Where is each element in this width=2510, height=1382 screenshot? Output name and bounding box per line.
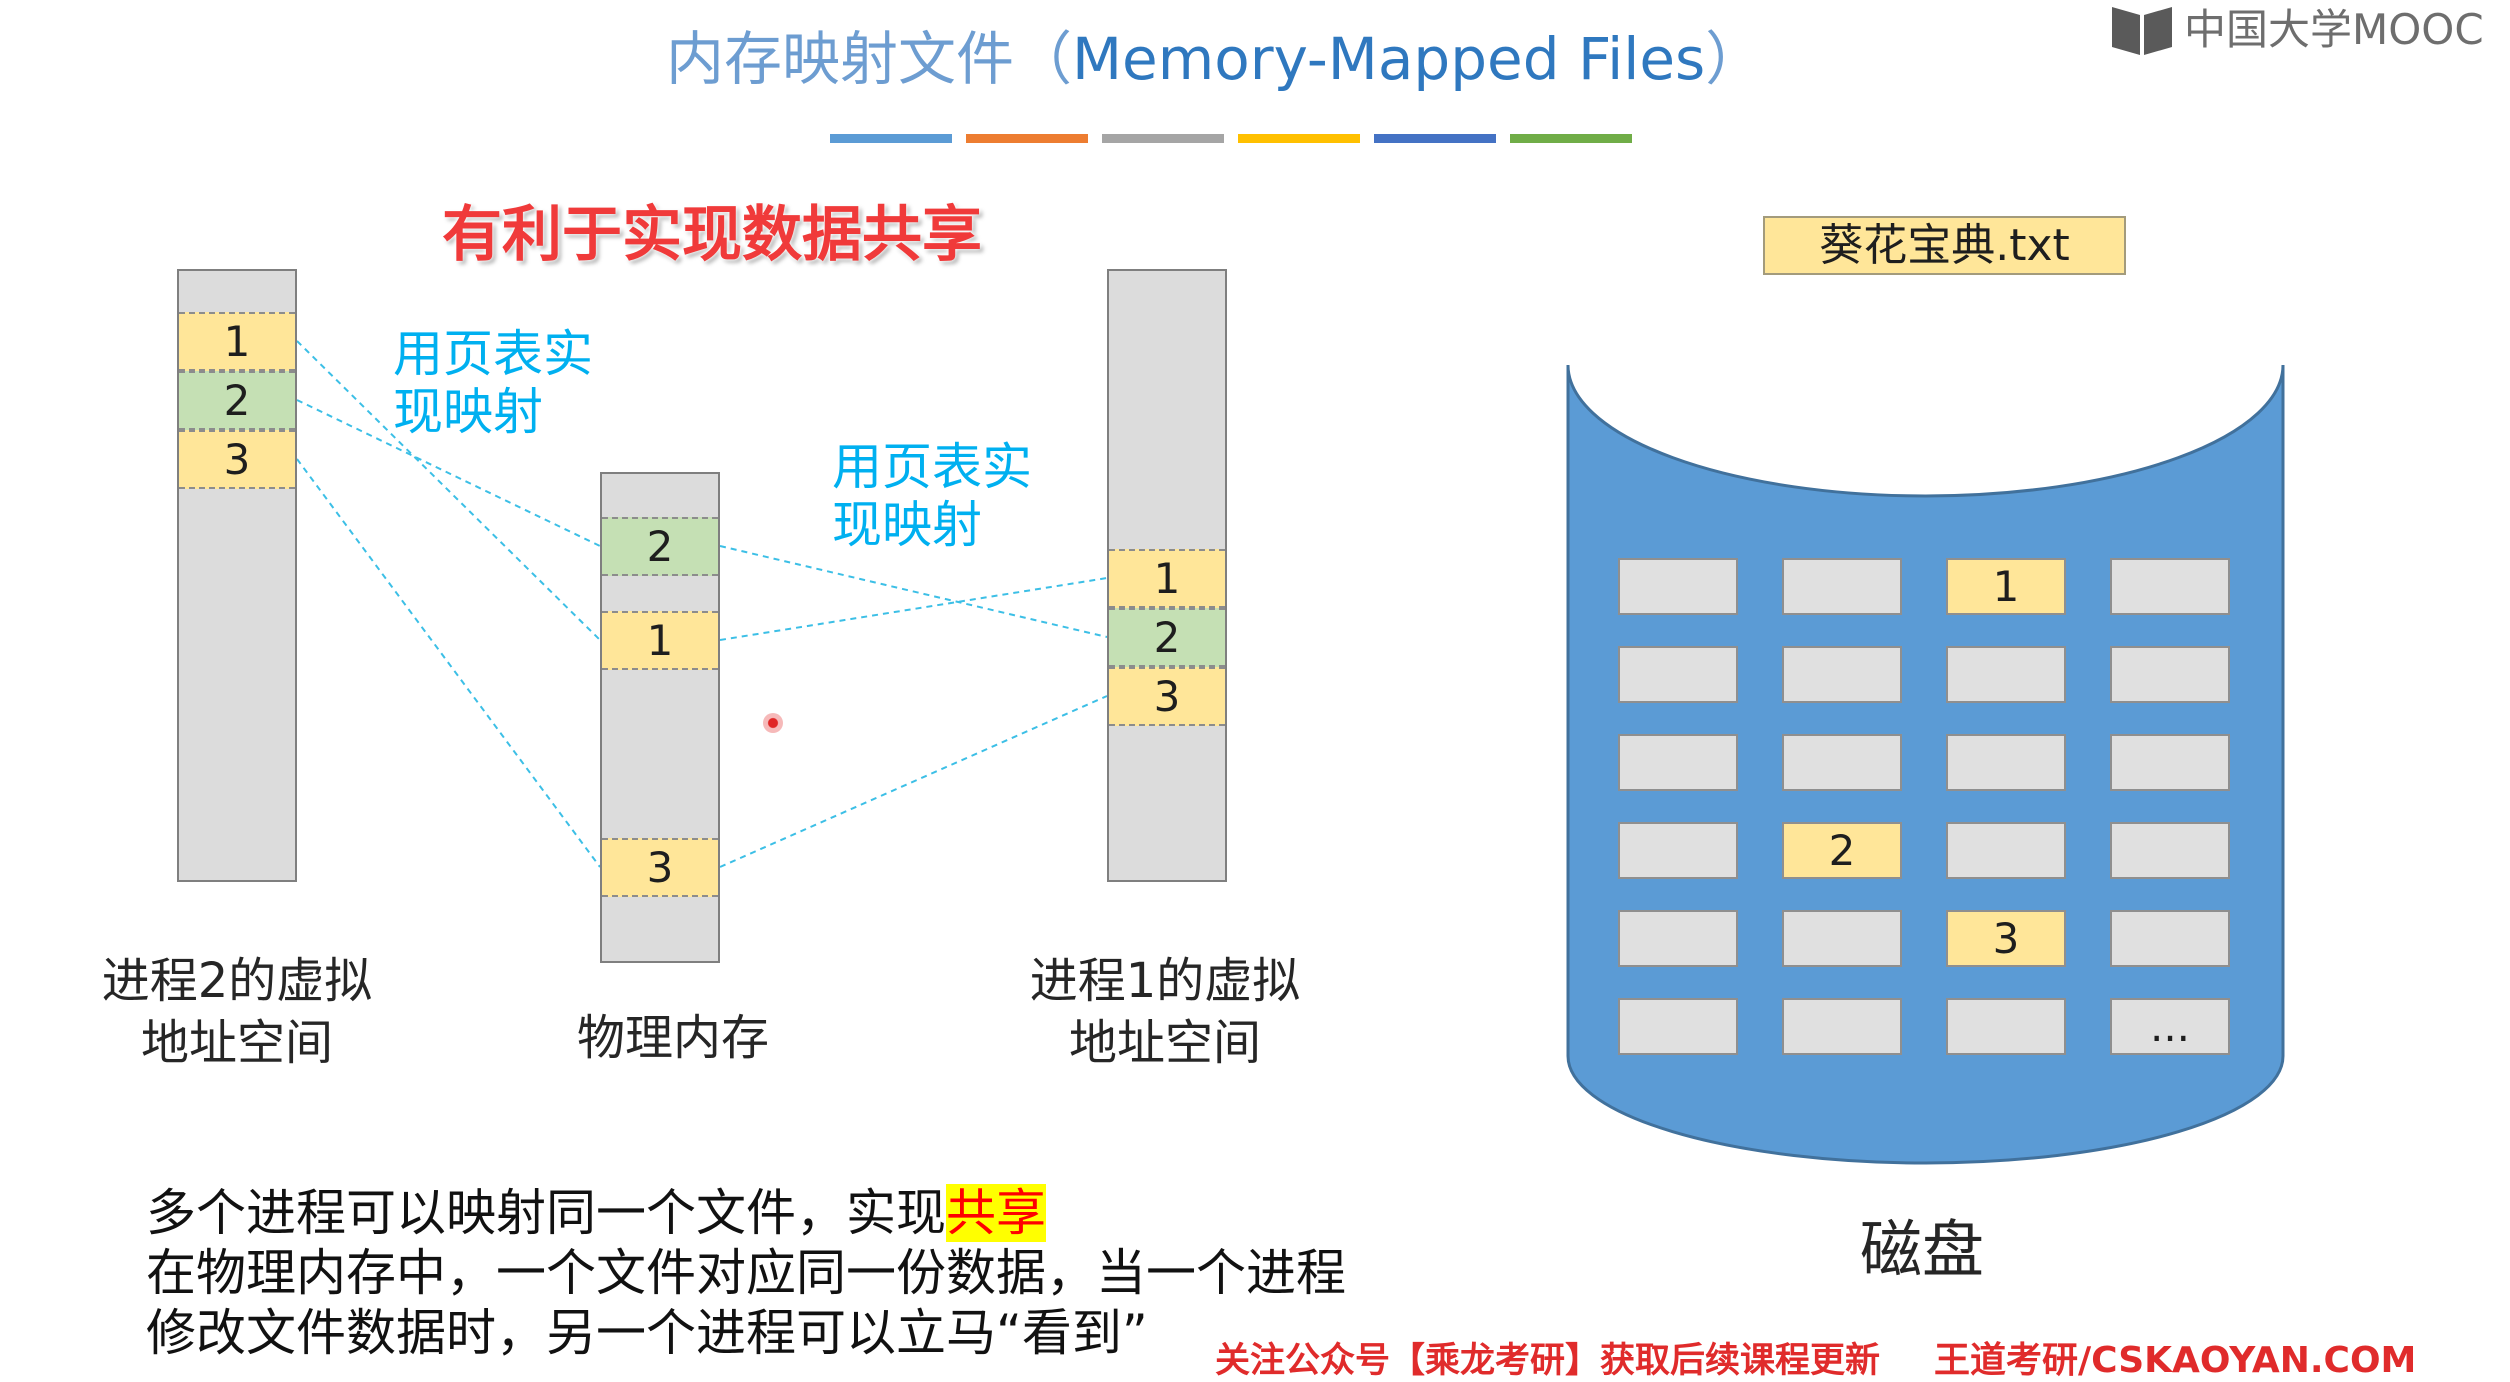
title-close-paren: ）	[1705, 25, 1764, 93]
pointer-dot	[763, 713, 783, 733]
disk-block	[1782, 998, 1902, 1055]
highlight-sharing: 共享	[946, 1184, 1046, 1242]
note-left-line1: 用页表实	[393, 325, 593, 383]
disk-block	[2110, 822, 2230, 879]
accent-bar-orange	[966, 134, 1088, 143]
logo-text: 中国大学MOOC	[2184, 5, 2484, 54]
disk-block	[1946, 822, 2066, 879]
disk-block	[1782, 910, 1902, 967]
note-right-line1: 用页表实	[832, 438, 1032, 496]
disk-block	[1618, 910, 1738, 967]
file-block-2: 2	[1782, 822, 1902, 879]
footer-site: 王道考研/CSKAOYAN.COM	[1934, 1340, 2417, 1381]
mapping-line-p2-page2-to-memory	[296, 399, 601, 547]
process2-label-line2: 地址空间	[140, 1015, 333, 1071]
disk-block	[2110, 646, 2230, 703]
note-line-2: 在物理内存中，一个文件对应同一份数据，当一个进程	[146, 1244, 1346, 1302]
mapping-line-memory-to-p1-page2	[719, 545, 1108, 638]
disk-block-grid: 1 2 3 ...	[1618, 558, 2230, 1055]
note-line-1: 多个进程可以映射同一个文件，实现共享	[146, 1183, 1346, 1243]
disk-block	[1618, 646, 1738, 703]
process2-page: 3	[179, 430, 295, 489]
mapping-line-p2-page3-to-memory	[296, 458, 601, 868]
disk-block	[2110, 558, 2230, 615]
mooc-book-icon	[2112, 7, 2172, 55]
page-table-note-right: 用页表实 现映射	[832, 438, 1032, 554]
process1-page: 1	[1109, 549, 1225, 608]
note-line-1-text: 多个进程可以映射同一个文件，实现	[146, 1184, 946, 1242]
note-right-line2: 现映射	[832, 496, 982, 554]
title-english: Memory-Mapped Files	[1072, 25, 1706, 93]
disk-block	[1618, 734, 1738, 791]
process1-page: 3	[1109, 667, 1225, 726]
process1-label-line2: 地址空间	[1068, 1015, 1261, 1071]
disk-block	[1618, 822, 1738, 879]
explanation-notes: 多个进程可以映射同一个文件，实现共享 在物理内存中，一个文件对应同一份数据，当一…	[146, 1183, 1346, 1363]
disk-block	[1782, 646, 1902, 703]
page-table-note-left: 用页表实 现映射	[393, 325, 593, 441]
mapping-line-p2-page1-to-memory	[296, 340, 601, 641]
note-line-3: 修改文件数据时，另一个进程可以立马“看到”	[146, 1304, 1148, 1362]
accent-bar-dark-blue	[1374, 134, 1496, 143]
disk-block	[1618, 998, 1738, 1055]
process2-page: 1	[179, 312, 295, 371]
accent-bar-strip	[830, 134, 1632, 143]
process2-page: 2	[179, 371, 295, 430]
process1-address-space: 1 2 3	[1107, 269, 1227, 882]
mapping-lines	[296, 340, 1108, 868]
physical-memory-label: 物理内存	[576, 1010, 769, 1066]
disk-block	[2110, 910, 2230, 967]
disk-block-ellipsis: ...	[2110, 998, 2230, 1055]
disk-block	[1946, 998, 2066, 1055]
accent-bar-green	[1510, 134, 1632, 143]
disk-label: 磁盘	[1859, 1213, 1984, 1286]
disk-block	[1946, 646, 2066, 703]
file-block-3: 3	[1946, 910, 2066, 967]
title-chinese: 内存映射文件（	[666, 25, 1073, 93]
file-block-1: 1	[1946, 558, 2066, 615]
physical-memory: 2 1 3	[600, 472, 720, 963]
disk-block	[1618, 558, 1738, 615]
process2-label: 进程2的虚拟 地址空间	[87, 950, 387, 1074]
mooc-logo: 中国大学MOOC	[2110, 2, 2484, 58]
process1-page: 2	[1109, 608, 1225, 667]
disk-cylinder	[1566, 364, 2285, 1165]
disk-block	[1782, 734, 1902, 791]
note-left-line2: 现映射	[393, 383, 543, 441]
footer-promo: 关注公众号【乘龙考研】获取后续课程更新	[1215, 1341, 1881, 1381]
memory-frame: 3	[602, 838, 718, 897]
memory-frame: 2	[602, 517, 718, 576]
process2-address-space: 1 2 3	[177, 269, 297, 882]
accent-bar-blue	[830, 134, 952, 143]
slide-title: 内存映射文件（Memory-Mapped Files）	[666, 24, 1763, 94]
accent-bar-yellow	[1238, 134, 1360, 143]
headline: 有利于实现数据共享	[442, 200, 982, 270]
accent-bar-gray	[1102, 134, 1224, 143]
mapping-line-memory-to-p1-page1	[719, 577, 1108, 641]
disk-block	[1782, 558, 1902, 615]
process1-label: 进程1的虚拟 地址空间	[1015, 950, 1315, 1074]
file-name-box: 葵花宝典.txt	[1763, 216, 2126, 275]
mapping-line-memory-to-p1-page3	[719, 695, 1108, 868]
disk-block	[2110, 734, 2230, 791]
process2-label-line1: 进程2的虚拟	[101, 953, 373, 1009]
process1-label-line1: 进程1的虚拟	[1029, 953, 1301, 1009]
disk-block	[1946, 734, 2066, 791]
memory-frame: 1	[602, 611, 718, 670]
